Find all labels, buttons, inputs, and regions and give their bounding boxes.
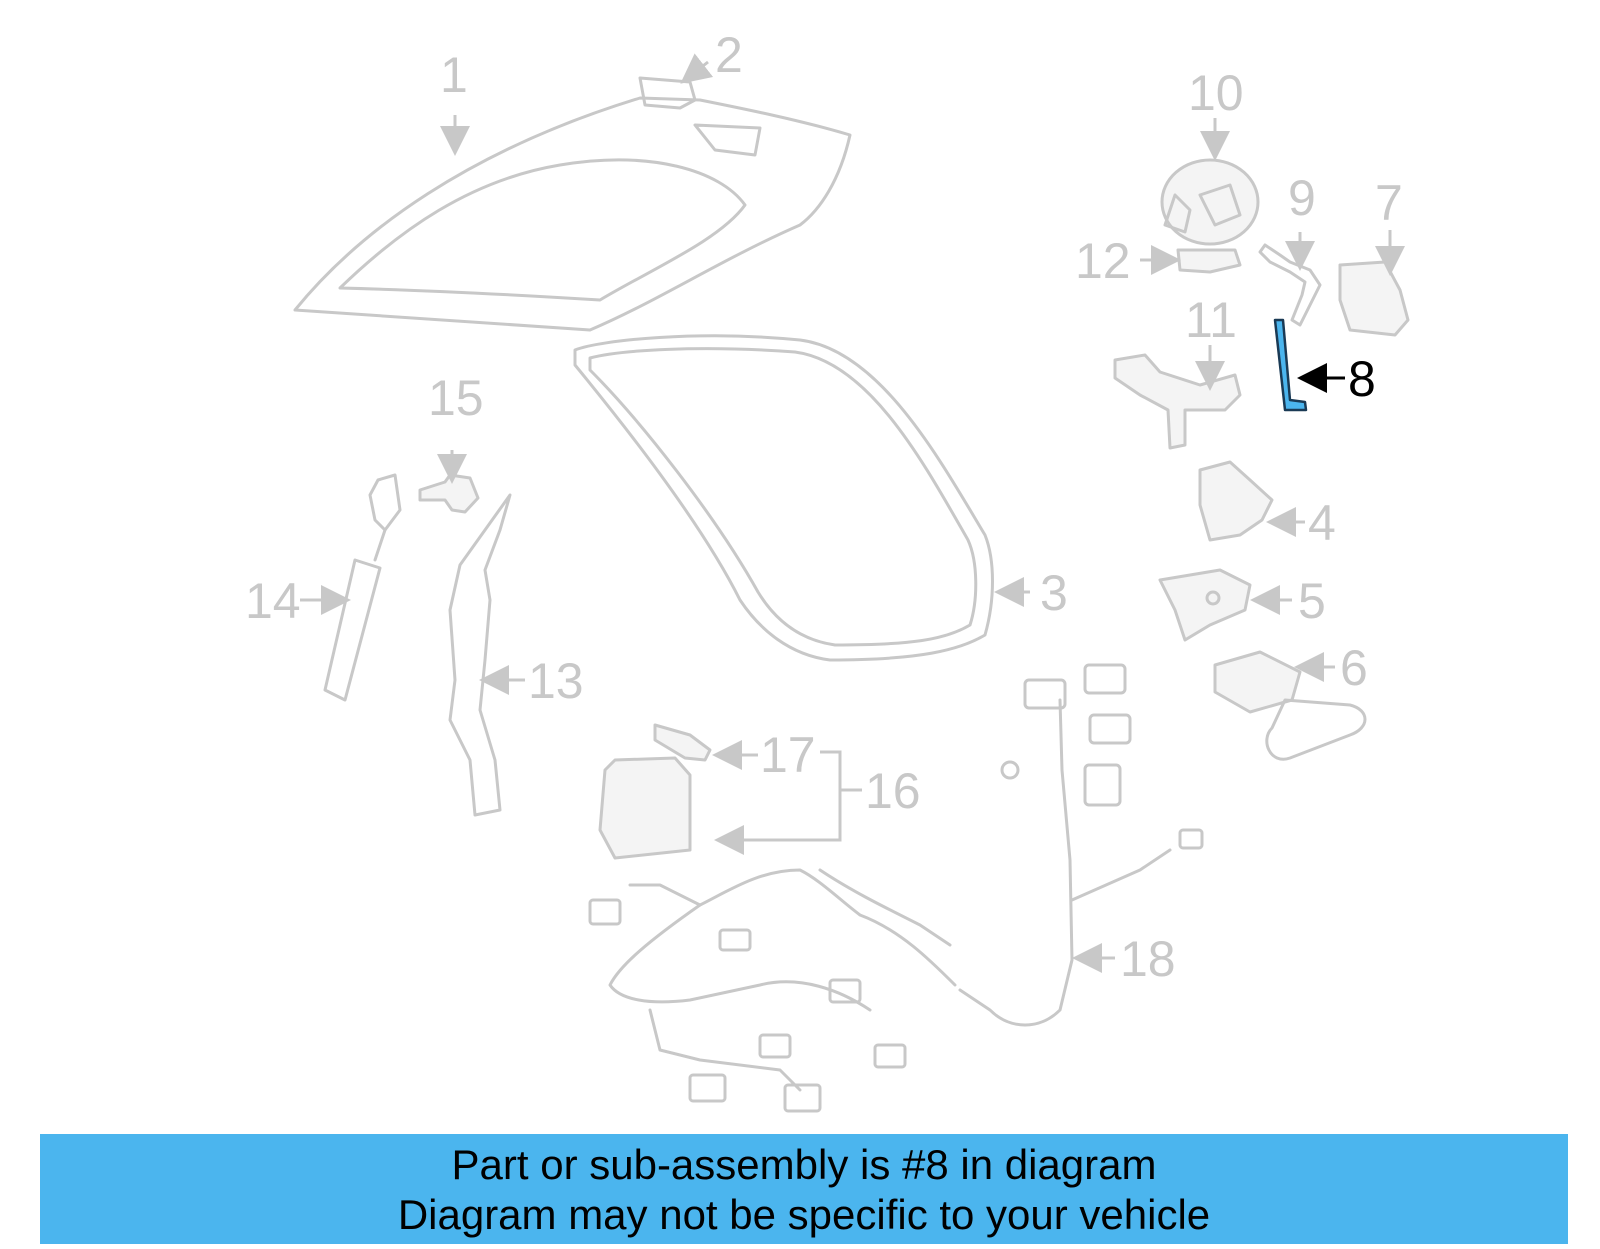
part-15-bumper [418,473,480,514]
callout-4: 4 [1308,495,1336,551]
banner-line-1: Part or sub-assembly is #8 in diagram [451,1141,1157,1188]
parts-diagram: 1 2 3 4 5 6 7 8 9 [245,27,1410,1113]
part-6-handle [1213,650,1367,761]
callout-8: 8 [1348,351,1376,407]
part-11-bracket [1113,353,1242,450]
info-banner: Part or sub-assembly is #8 in diagram Di… [40,1134,1568,1244]
part-17-bulb [653,723,712,762]
callout-16: 16 [865,763,921,819]
part-10-emblem [1160,158,1260,246]
callout-5: 5 [1298,573,1326,629]
part-9-rod [1258,243,1322,327]
part-4-bracket [1198,460,1274,542]
part-5-latch [1158,568,1252,642]
part-2-cap [638,76,697,110]
callout-7: 7 [1375,175,1403,231]
part-14-strut [323,473,402,702]
part-3-weatherstrip [573,334,994,662]
part-7-cover [1338,260,1410,337]
part-16-lamp-assembly [598,756,692,860]
callout-11: 11 [1185,292,1237,348]
callout-12: 12 [1075,233,1131,289]
part-12-bulb [1176,248,1242,274]
part-13-trim [448,493,512,817]
callout-9: 9 [1288,170,1316,226]
callout-13: 13 [528,653,584,709]
callout-15: 15 [428,370,484,426]
part-1-trunk-lid [293,96,852,332]
callout-14: 14 [245,573,301,629]
banner-line-2: Diagram may not be specific to your vehi… [397,1191,1211,1238]
callout-6: 6 [1340,640,1368,696]
part-18-wiring-harness [588,663,1204,1113]
callout-1: 1 [440,47,468,103]
callout-2: 2 [715,27,743,83]
callout-10: 10 [1188,65,1244,121]
callout-18: 18 [1120,931,1176,987]
callout-17: 17 [760,727,816,783]
callout-3: 3 [1040,565,1068,621]
part-8-highlighted [1273,318,1308,412]
